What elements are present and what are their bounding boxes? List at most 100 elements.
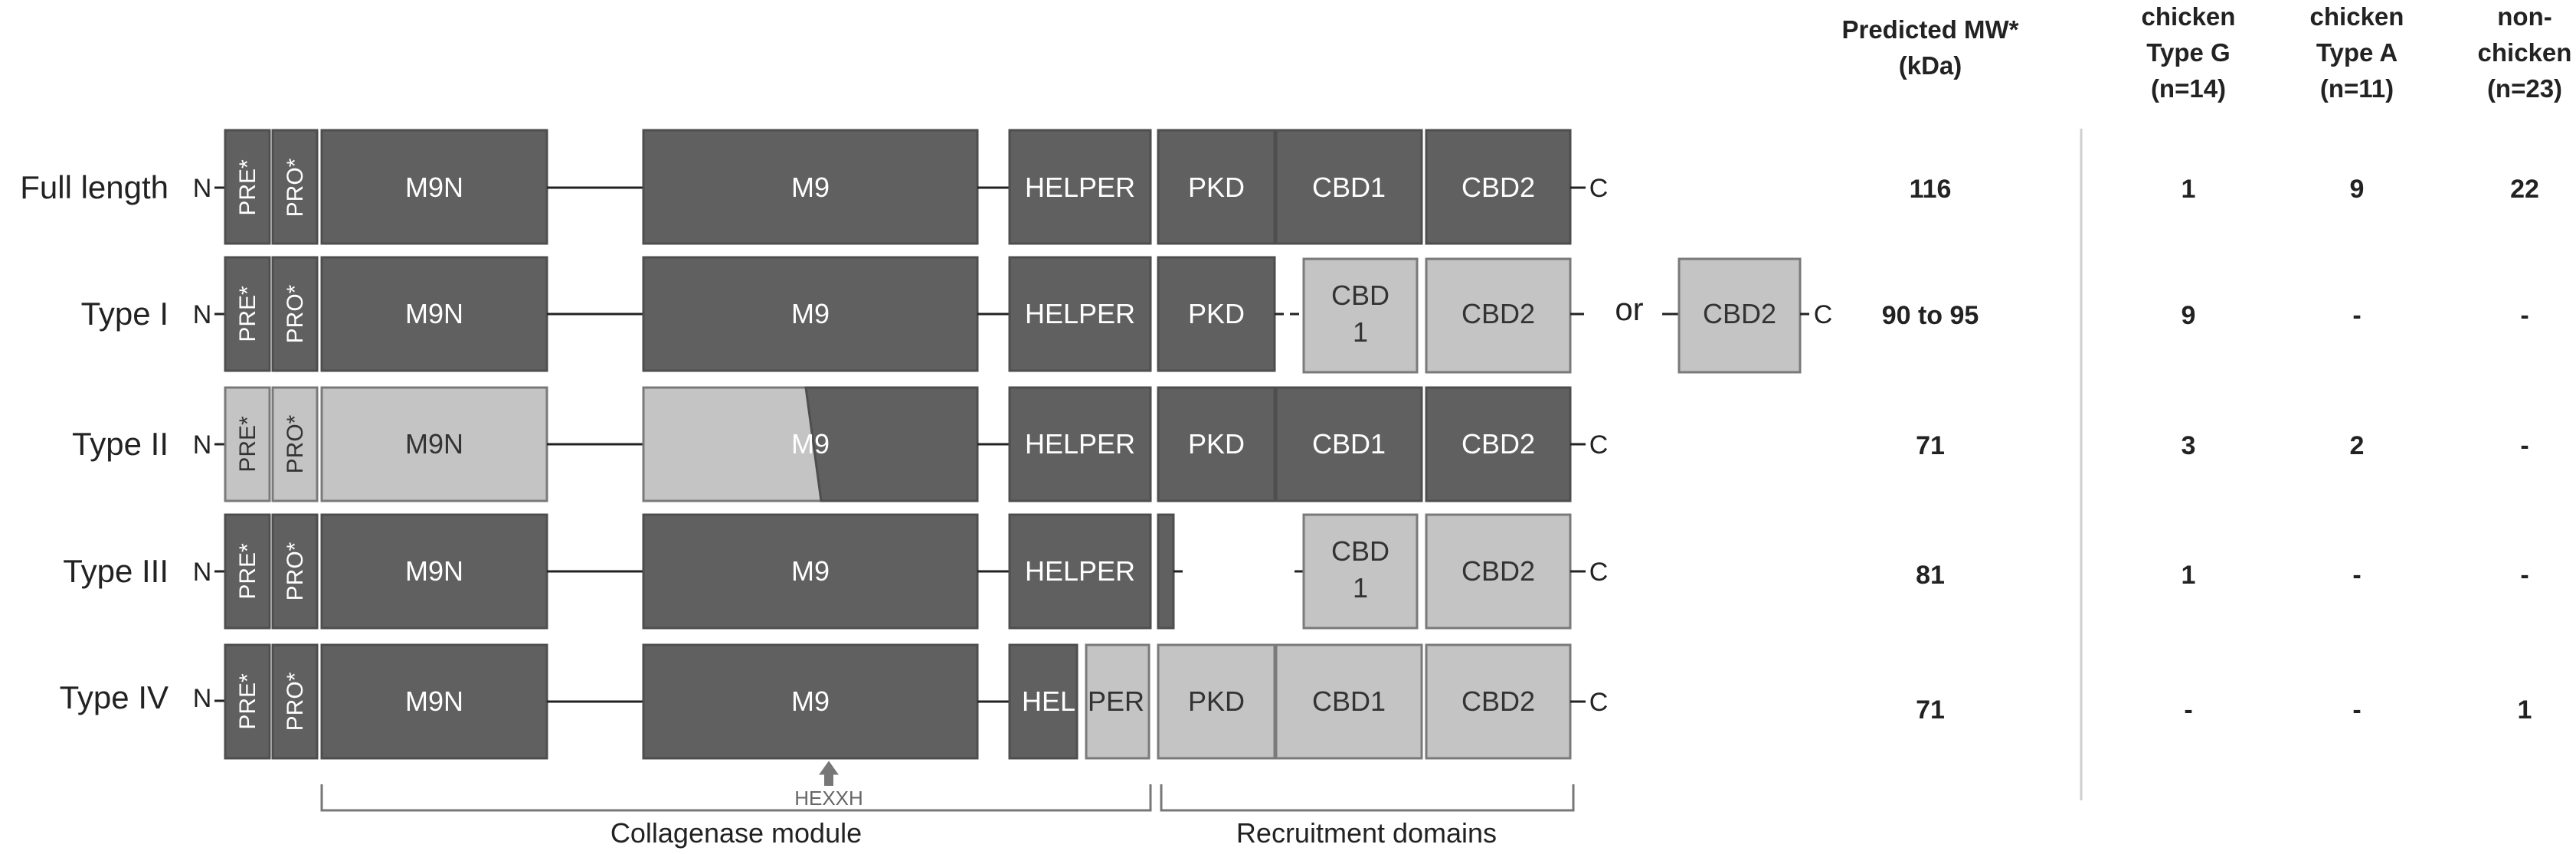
domain-cbd2-label: CBD2	[1461, 428, 1535, 460]
c-terminus: C	[1814, 300, 1833, 329]
n-terminus: N	[193, 558, 212, 587]
header-mw-line2: (kDa)	[1899, 51, 1962, 80]
module-brackets: Collagenase module Recruitment domains	[320, 784, 1575, 849]
non-chicken-value: 22	[2510, 175, 2539, 204]
chicken-g-value: -	[2184, 695, 2192, 725]
domain-helper-label: HELPER	[1025, 172, 1135, 203]
domain-helper-retained	[1008, 643, 1079, 760]
domain-pkd-label: PKD	[1188, 685, 1245, 717]
domain-cbd2-alt	[1678, 257, 1802, 374]
domain-helper-label: HELPER	[1025, 428, 1135, 460]
domain-pro	[271, 513, 319, 630]
row-type-iv: Type IV N PRE* PRO* M9N M9 HEL PER PKD C…	[60, 643, 2532, 760]
domain-pkd-label: PKD	[1188, 298, 1245, 329]
domain-cbd2	[1425, 257, 1572, 374]
c-terminus: C	[1589, 688, 1609, 717]
domain-m9-label: M9	[791, 685, 830, 717]
domain-cbd1-label-line1: CBD	[1331, 535, 1389, 567]
domain-m9-retained-part	[804, 386, 979, 502]
row-label: Type III	[63, 553, 169, 589]
domain-pkd	[1157, 643, 1276, 760]
header-non-chicken-line3: (n=23)	[2487, 74, 2562, 103]
c-terminus: C	[1589, 430, 1609, 460]
domain-pkd-label: PKD	[1188, 172, 1245, 203]
column-headers: Predicted MW* (kDa) chicken Type G (n=14…	[1841, 2, 2571, 103]
domain-m9n	[320, 256, 548, 372]
domain-cbd2-label: CBD2	[1461, 555, 1535, 587]
non-chicken-value: -	[2520, 301, 2529, 330]
domain-m9	[642, 129, 979, 245]
recruitment-domains-label: Recruitment domains	[1236, 817, 1497, 849]
domain-cbd1-label-line1: CBD	[1331, 280, 1389, 311]
c-terminus: C	[1589, 558, 1609, 587]
n-terminus: N	[193, 174, 212, 203]
domain-pre-label: PRE*	[235, 286, 260, 342]
header-mw-line1: Predicted MW*	[1841, 15, 2018, 44]
domain-m9n	[320, 513, 548, 630]
recruitment-bracket	[1160, 784, 1575, 812]
domain-helper-label: HELPER	[1025, 555, 1135, 587]
domain-pro	[271, 256, 319, 372]
domain-m9n	[320, 643, 548, 760]
domain-m9n	[320, 129, 548, 245]
row-label: Full length	[20, 169, 169, 205]
non-chicken-value: 1	[2518, 695, 2532, 725]
domain-cbd2-alt-label: CBD2	[1703, 298, 1776, 329]
header-chicken-g-line3: (n=14)	[2151, 74, 2226, 103]
n-terminus: N	[193, 300, 212, 329]
domain-helper-cleaved	[1085, 643, 1151, 760]
domain-cbd2-label: CBD2	[1461, 172, 1535, 203]
domain-cbd1	[1275, 386, 1423, 502]
domain-helper-label: HELPER	[1025, 298, 1135, 329]
domain-m9n	[320, 386, 548, 502]
chicken-g-value: 3	[2182, 431, 2196, 460]
header-chicken-g-line1: chicken	[2142, 2, 2236, 31]
domain-pkd	[1157, 386, 1276, 502]
domain-cbd1	[1275, 129, 1423, 245]
domain-cbd1-label: CBD1	[1312, 428, 1386, 460]
motif-label: HEXXH	[794, 787, 863, 810]
n-terminus: N	[193, 684, 212, 713]
chicken-a-value: -	[2352, 301, 2361, 330]
domain-cbd2	[1425, 643, 1572, 760]
mw-value: 71	[1916, 695, 1945, 725]
domain-pkd-label: PKD	[1188, 428, 1245, 460]
domain-helper	[1008, 513, 1152, 630]
domain-cbd1-short	[1302, 513, 1419, 630]
domain-m9n-label: M9N	[405, 298, 463, 329]
domain-cbd1-short	[1302, 257, 1419, 374]
domain-pre-label: PRE*	[235, 159, 260, 216]
domain-cbd1-label: CBD1	[1312, 685, 1386, 717]
domain-cbd2-label: CBD2	[1461, 298, 1535, 329]
domain-helper-label-part2: PER	[1088, 685, 1144, 717]
non-chicken-value: -	[2520, 431, 2529, 460]
domain-m9-label: M9	[791, 172, 830, 203]
domain-pre	[224, 643, 271, 760]
domain-cbd1-label-line2: 1	[1353, 572, 1368, 604]
collagenase-bracket	[320, 784, 1152, 812]
domain-m9n-label: M9N	[405, 685, 463, 717]
chicken-a-value: 2	[2350, 431, 2365, 460]
domain-pre	[224, 513, 271, 630]
domain-pro-label: PRO*	[283, 542, 308, 600]
mw-value: 81	[1916, 561, 1945, 590]
domain-m9	[642, 256, 979, 372]
domain-pkd-fragment	[1157, 513, 1175, 630]
header-non-chicken-line1: non-	[2497, 2, 2551, 31]
domain-pro-label: PRO*	[283, 672, 308, 731]
row-type-i: Type I N PRE* PRO* M9N M9 HELPER PKD CBD…	[81, 256, 2529, 374]
domain-pro	[271, 386, 319, 502]
domain-pro	[271, 643, 319, 760]
row-type-ii: Type II N PRE* PRO* M9N M9 HELPER PKD CB…	[72, 386, 2529, 502]
collagenase-module-label: Collagenase module	[610, 817, 862, 849]
domain-pre-label: PRE*	[235, 416, 260, 473]
arrow-shaft	[824, 771, 833, 786]
row-type-iii: Type III N PRE* PRO* M9N M9 HELPER CBD 1…	[63, 513, 2529, 630]
domain-pkd	[1157, 129, 1276, 245]
chicken-g-value: 9	[2182, 301, 2196, 330]
mw-value: 116	[1910, 175, 1952, 204]
mw-value: 90 to 95	[1882, 301, 1979, 330]
chicken-a-value: -	[2352, 695, 2361, 725]
domain-m9n-label: M9N	[405, 555, 463, 587]
